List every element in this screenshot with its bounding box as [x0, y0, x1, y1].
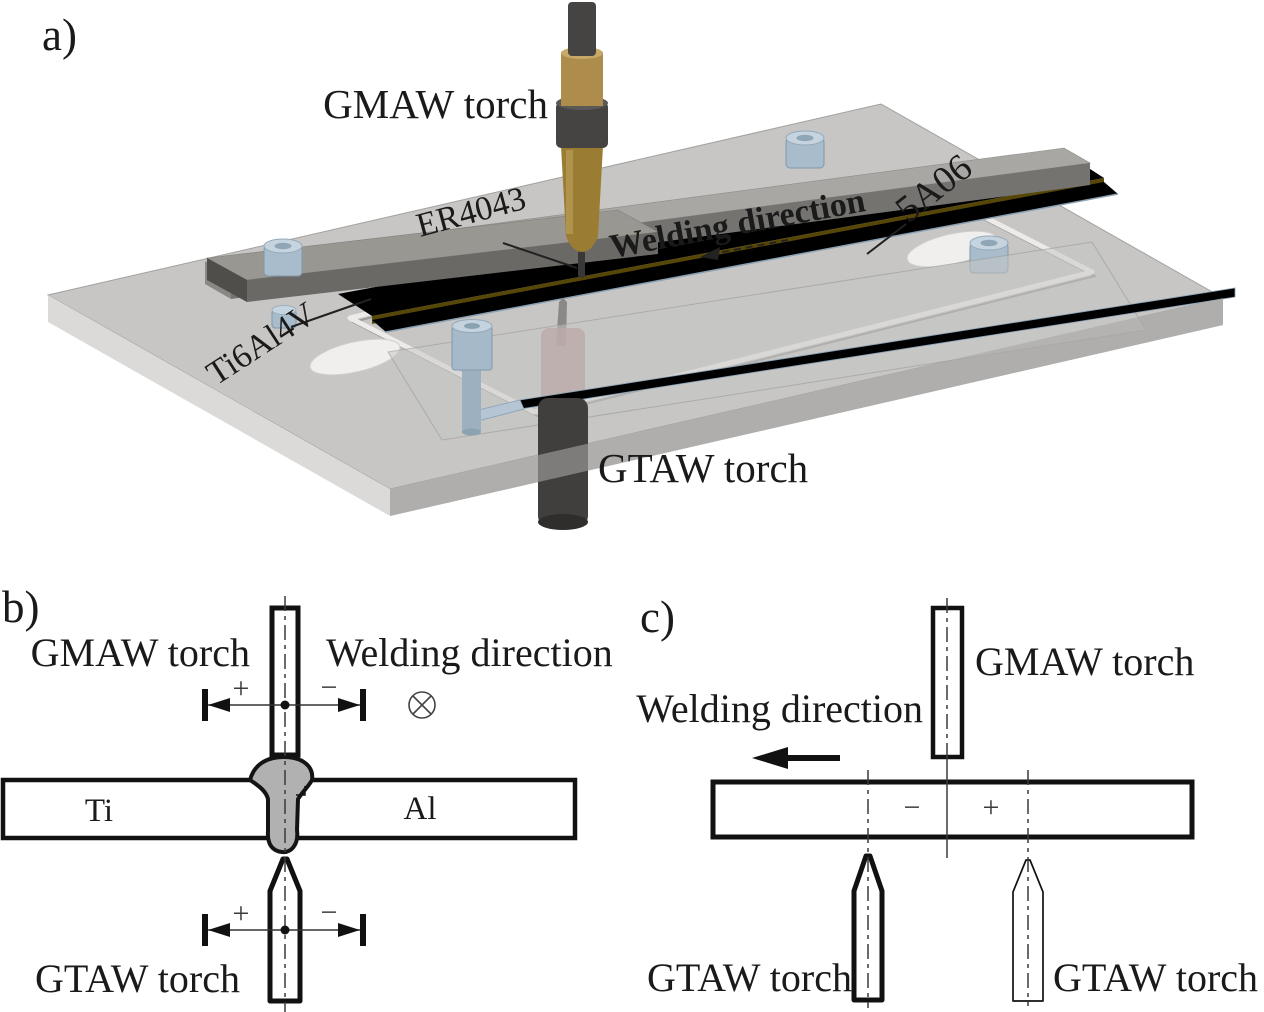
gtaw-plus: +	[233, 897, 250, 930]
bolt-left-clamp	[263, 238, 303, 277]
gmaw-torch-label-b: GMAW torch	[31, 630, 250, 675]
gtaw-torch-label-b: GTAW torch	[35, 956, 240, 1001]
panel-b-schematic: b) Ti Al + −	[0, 582, 613, 1012]
gtaw-torch-label-a: GTAW torch	[598, 445, 808, 491]
weld-bead-notch	[296, 786, 306, 796]
gtaw-torch-c-alternate	[1012, 859, 1044, 1002]
leader-ti6al4v	[290, 298, 372, 328]
aluminum-plate	[372, 182, 1118, 332]
welding-direction-label-c: Welding direction	[636, 686, 923, 731]
panel-a-letter: a)	[42, 10, 77, 60]
bolt-rear-bar	[785, 130, 825, 169]
base-plate-front-right-tint	[390, 298, 1223, 516]
left-clamp-front	[247, 232, 658, 302]
gmaw-torch-label-c: GMAW torch	[975, 639, 1194, 684]
welding-direction-arrow-a	[700, 239, 789, 260]
leader-er4043	[502, 242, 578, 269]
leader-5a06	[866, 223, 907, 255]
aluminum-plate-edge	[385, 193, 1119, 333]
gmaw-polarity-dimension: + −	[202, 671, 366, 721]
base-plate-front-left-face	[48, 295, 390, 516]
gtaw-torch-label-c-alternate: GTAW torch	[1053, 955, 1258, 1000]
gmaw-torch-label-a: GMAW torch	[323, 81, 548, 127]
left-clamp-end	[207, 258, 247, 302]
pocket-slot-left	[309, 338, 401, 376]
gmaw-cable	[568, 2, 596, 56]
gmaw-minus: −	[321, 671, 338, 704]
gtaw-torch-bottom	[538, 514, 588, 530]
polarity-plus-c: +	[983, 791, 1000, 824]
gmaw-plus: +	[233, 672, 250, 705]
gmaw-ring	[556, 102, 608, 148]
ti-label: Ti	[85, 793, 113, 829]
polarity-minus-c: −	[904, 791, 921, 824]
panel-c-letter: c)	[640, 592, 675, 642]
panel-c-schematic: c) − + GMAW torch Welding direction GTAW…	[636, 592, 1258, 1008]
welding-direction-label-b: Welding direction	[326, 630, 613, 675]
gmaw-wire	[578, 250, 585, 278]
welding-direction-into-page-symbol	[408, 691, 436, 719]
gmaw-brass-section	[561, 52, 603, 106]
welding-direction-arrow-c	[752, 747, 840, 769]
al-label: Al	[404, 791, 437, 827]
panel-b-letter: b)	[2, 582, 40, 632]
gtaw-polarity-dimension: + −	[202, 896, 366, 946]
gtaw-torch-label-c-active: GTAW torch	[647, 955, 852, 1000]
gtaw-minus: −	[321, 896, 338, 929]
workpiece-plate-c	[710, 779, 1195, 840]
bolt-small-under-clamp	[271, 305, 297, 329]
cap-screw	[451, 319, 493, 436]
gmaw-torch-3d	[556, 2, 608, 278]
panel-a-3d-fixture: Welding direction	[42, 2, 1236, 530]
hold-down-angle-bar	[469, 287, 1236, 422]
